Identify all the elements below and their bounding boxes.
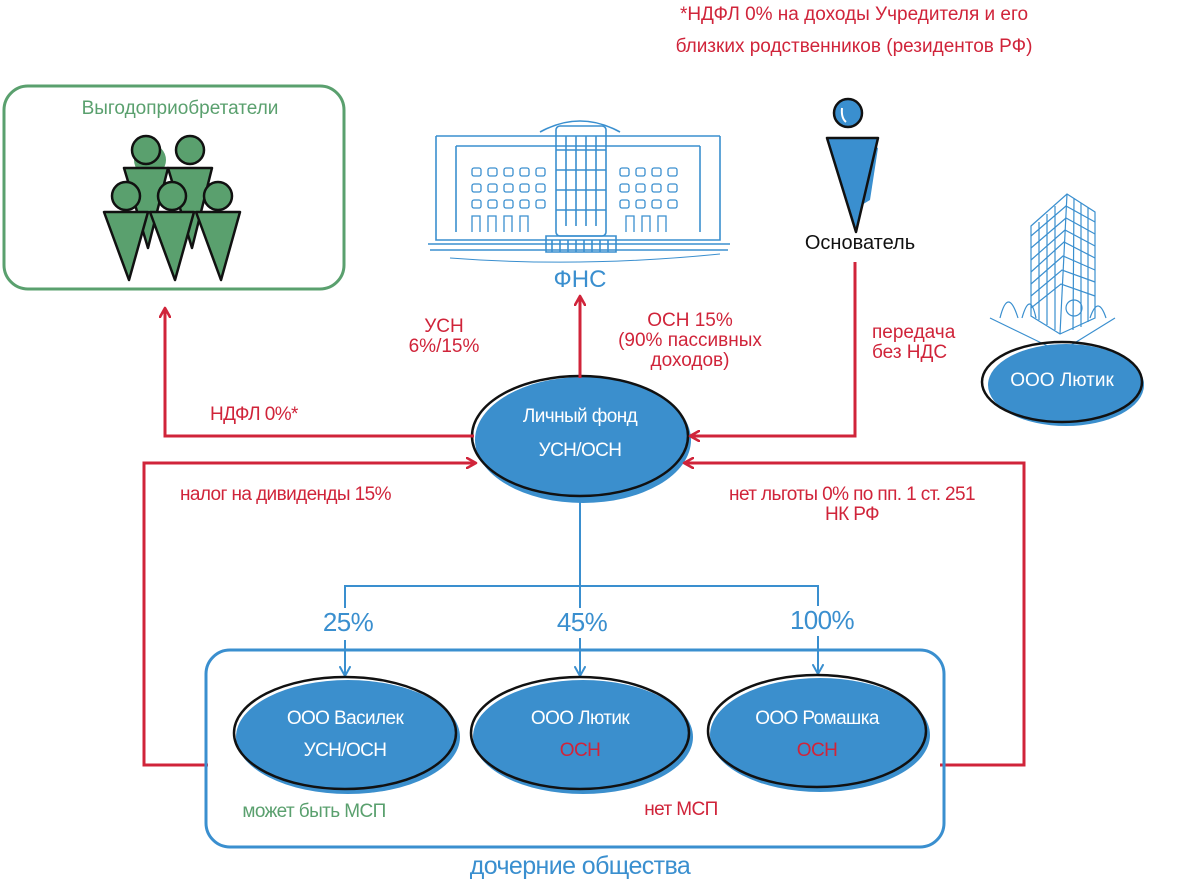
dividend-tax-label: налог на дивиденды 15%: [180, 484, 391, 505]
no-exemption-line-2: НК РФ: [825, 504, 880, 525]
msp-none-label: нет МСП: [644, 799, 718, 820]
subsidiary-lyutik-name: ООО Лютик: [530, 708, 630, 729]
beneficiaries-title: Выгодоприобретатели: [81, 98, 279, 119]
arrow-founder-to-fund: [690, 262, 857, 436]
osn-rate-line-1: ОСН 15%: [647, 310, 733, 331]
subsidiary-romashka-regime: ОСН: [796, 740, 838, 761]
footnote-line-2: близких родственников (резидентов РФ): [675, 36, 1033, 57]
fns-label: ФНС: [553, 266, 607, 293]
usn-rate-line-2: 6%/15%: [408, 336, 480, 357]
subsidiaries-box: [204, 648, 946, 849]
subsidiary-vasilek-regime: УСН/ОСН: [303, 740, 387, 761]
beneficiaries-box: [2, 84, 346, 291]
office-building-icon: [989, 193, 1116, 353]
arrow-romashka-to-fund: [684, 463, 1026, 767]
msp-possible-label: может быть МСП: [242, 801, 386, 822]
subsidiary-ellipse-lyutik: [469, 675, 693, 794]
subsidiary-romashka-name: ООО Ромашка: [755, 708, 879, 729]
arrow-fund-to-beneficiaries: [165, 308, 474, 438]
osn-rate-line-2: (90% пассивных: [618, 330, 762, 351]
subsidiary-ellipse-romashka: [706, 673, 930, 792]
ndfl-label: НДФЛ 0%*: [210, 404, 298, 425]
government-building-icon: [428, 120, 730, 263]
ownership-tree: [339, 498, 824, 677]
red-connectors: [142, 262, 1026, 767]
external-company-name: ООО Лютик: [1010, 370, 1114, 391]
subsidiary-vasilek-name: ООО Василек: [286, 708, 404, 729]
fund-name: Личный фонд: [522, 406, 638, 427]
external-company-ellipse: [980, 340, 1144, 426]
arrow-vasilek-to-fund: [142, 463, 476, 767]
footnote-line-1: *НДФЛ 0% на доходы Учредителя и его: [679, 4, 1029, 25]
subsidiary-lyutik-regime: ОСН: [559, 740, 601, 761]
people-group-icon: [102, 134, 242, 282]
share-lyutik: 45%: [554, 607, 610, 638]
subsidiaries-group-label: дочерние общества: [469, 852, 691, 880]
person-icon: [825, 97, 880, 234]
no-exemption-line-1: нет льготы 0% по пп. 1 ст. 251: [729, 484, 976, 505]
share-romashka: 100%: [787, 605, 857, 636]
fund-regime: УСН/ОСН: [538, 440, 622, 461]
founder-label: Основатель: [804, 232, 916, 254]
osn-rate-line-3: доходов): [650, 350, 730, 371]
usn-rate-line-1: УСН: [424, 316, 464, 337]
transfer-line-2: без НДС: [872, 342, 948, 363]
transfer-line-1: передача: [872, 322, 956, 343]
share-vasilek: 25%: [320, 607, 376, 638]
subsidiary-ellipse-vasilek: [232, 675, 460, 794]
